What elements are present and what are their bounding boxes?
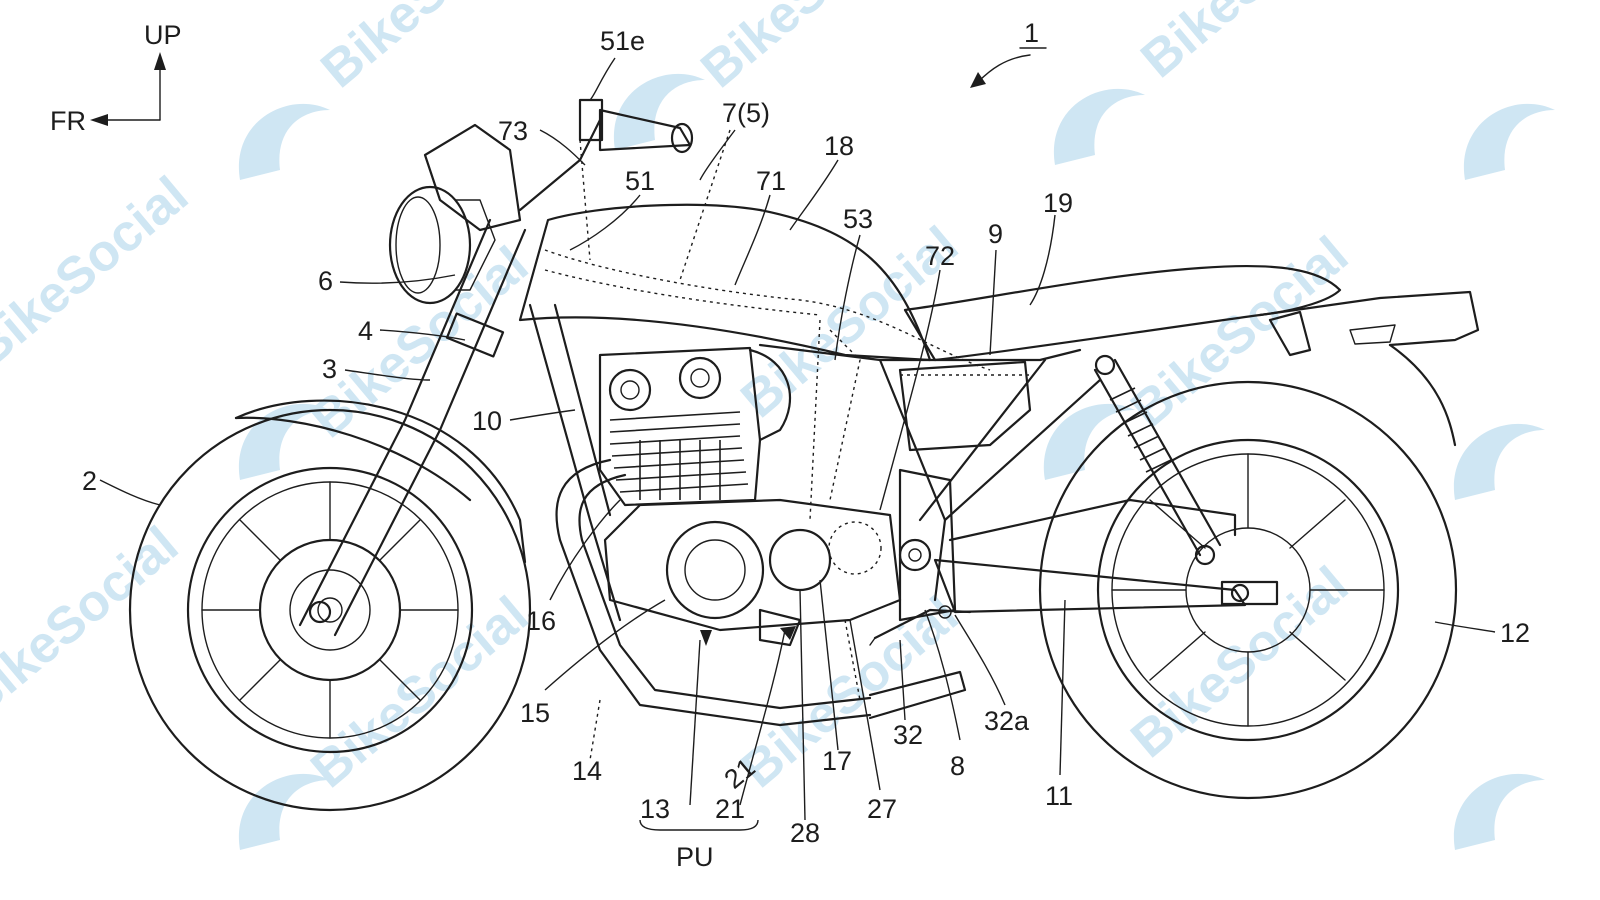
label-6: 6 — [318, 266, 333, 296]
watermark-text: BikeSocial — [300, 586, 539, 800]
exhaust — [555, 458, 967, 761]
up-label: UP — [144, 20, 182, 50]
label-12: 12 — [1500, 618, 1530, 648]
watermark-text: BikeSocial — [300, 236, 539, 450]
internal-paths — [544, 129, 1030, 701]
headlight — [388, 185, 496, 305]
label-7-5: 7(5) — [722, 98, 770, 128]
label-19: 19 — [1043, 188, 1073, 218]
watermark-text: BikeSocial — [1120, 226, 1359, 440]
label-18: 18 — [824, 131, 854, 161]
front-fork — [298, 218, 527, 637]
watermark-text: BikeSocial — [0, 516, 189, 730]
label-73: 73 — [498, 116, 528, 146]
label-3: 3 — [322, 354, 337, 384]
label-4: 4 — [358, 316, 373, 346]
watermark-text: BikeSocial — [690, 0, 929, 99]
orientation-indicator: UP FR — [50, 20, 182, 136]
rear-shock — [1093, 354, 1222, 566]
label-pu-13: 13 — [640, 794, 670, 824]
label-pu: PU — [676, 842, 714, 872]
watermark-logo — [238, 73, 1555, 850]
figure-number: 1 — [1024, 18, 1039, 48]
swing-arm — [933, 498, 1247, 614]
side-cover — [898, 360, 1032, 452]
label-53: 53 — [843, 204, 873, 234]
reference-labels: 51e 73 7(5) 18 71 51 53 19 9 72 6 4 3 10… — [82, 26, 1530, 872]
label-14: 14 — [572, 756, 602, 786]
watermark-layer: BikeSocial BikeSocial BikeSocial BikeSoc… — [0, 0, 1555, 850]
label-71: 71 — [756, 166, 786, 196]
label-11: 11 — [1045, 781, 1073, 811]
shift-linkage — [869, 605, 972, 646]
label-10: 10 — [472, 406, 502, 436]
watermark-text: BikeSocial — [310, 0, 549, 99]
label-32: 32 — [893, 720, 923, 750]
frame — [528, 303, 1102, 622]
label-15: 15 — [520, 698, 550, 728]
label-17: 17 — [822, 746, 852, 776]
pointer-arrows — [700, 626, 796, 646]
watermark-text: BikeSocial — [1120, 556, 1359, 770]
tail-section — [1258, 290, 1480, 447]
label-51e: 51e — [600, 26, 645, 56]
watermark-text: BikeSocial — [0, 166, 199, 380]
watermark-text: BikeSocial — [1130, 0, 1369, 89]
label-27: 27 — [867, 794, 897, 824]
label-16: 16 — [526, 606, 556, 636]
front-wheel — [128, 408, 532, 812]
seat — [903, 264, 1342, 362]
label-9: 9 — [988, 219, 1003, 249]
rear-wheel — [1038, 380, 1458, 800]
label-72: 72 — [925, 241, 955, 271]
front-fender — [234, 399, 527, 564]
front-label: FR — [50, 106, 86, 136]
label-51: 51 — [625, 166, 655, 196]
label-8: 8 — [950, 751, 965, 781]
label-2: 2 — [82, 466, 97, 496]
fuel-tank — [518, 203, 932, 362]
label-pu-21: 21 — [715, 794, 745, 824]
figure-reference: 1 — [970, 18, 1047, 88]
label-32a: 32a — [984, 706, 1030, 736]
leader-lines — [99, 57, 1496, 831]
label-28: 28 — [790, 818, 820, 848]
